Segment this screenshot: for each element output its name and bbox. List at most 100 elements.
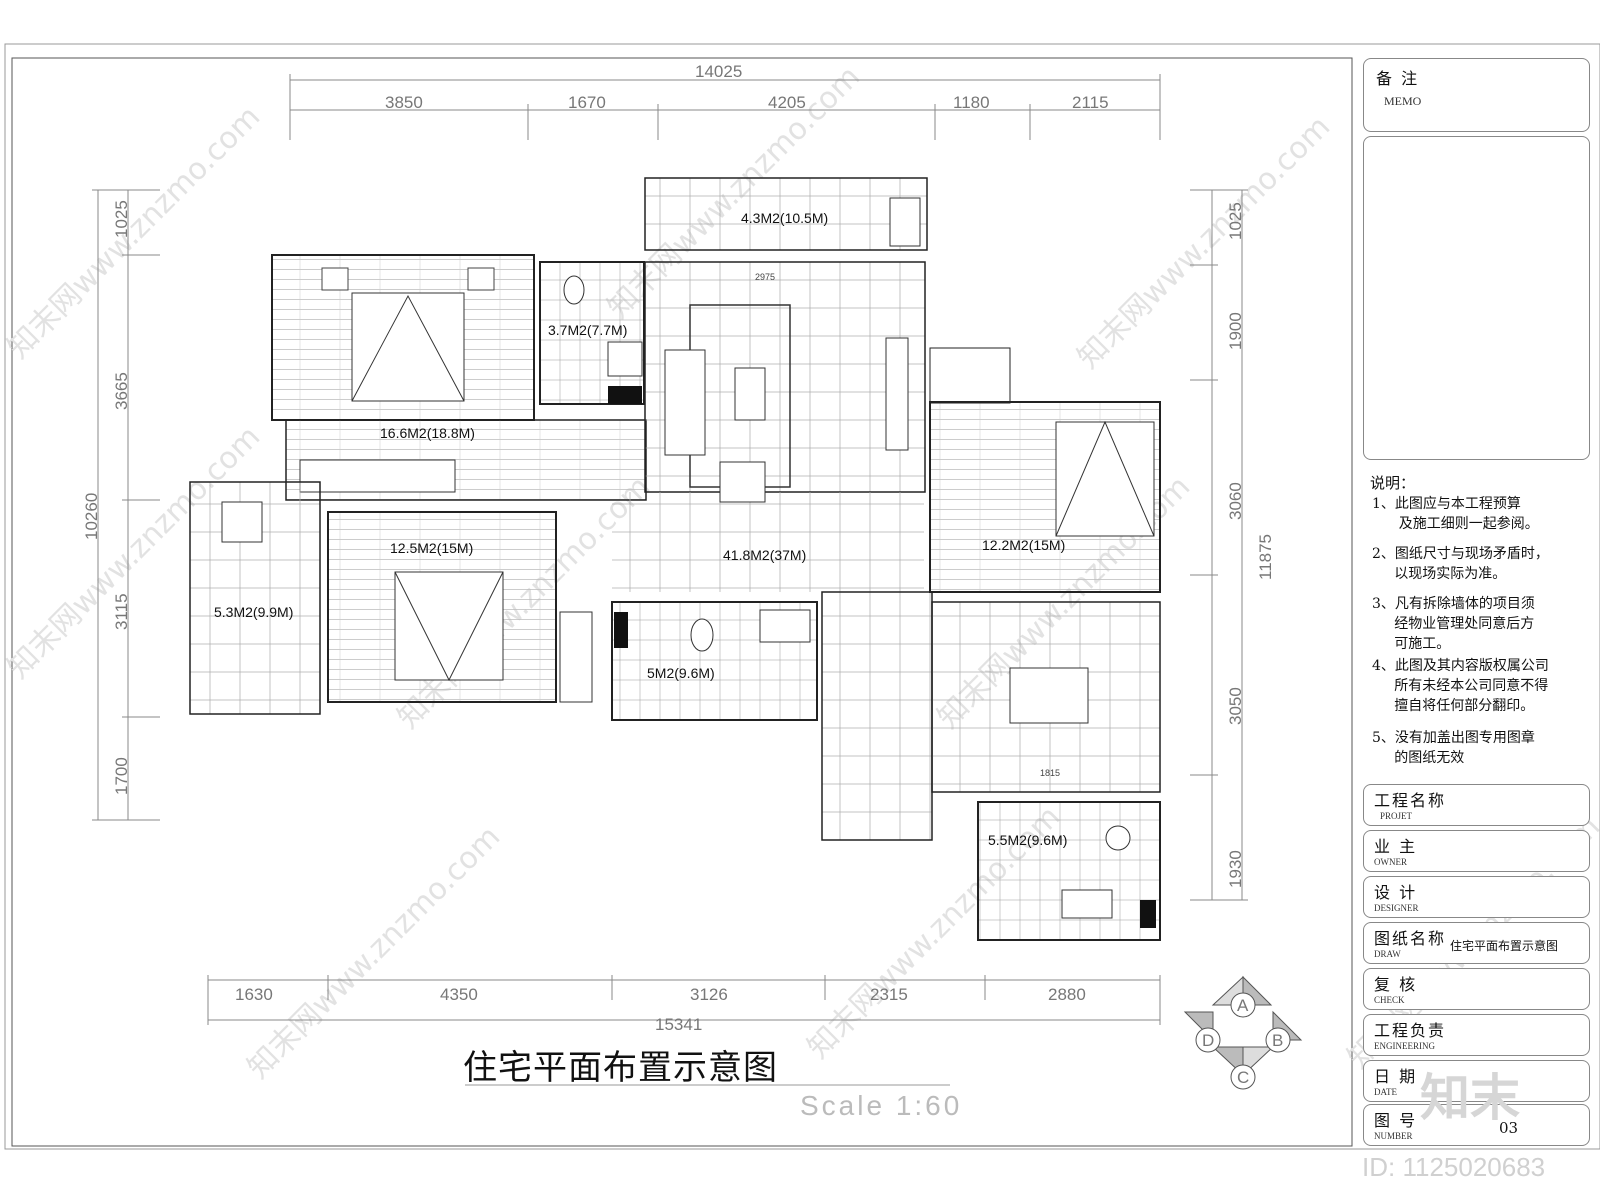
top-dim: 2115 [1072, 93, 1109, 112]
top-dim: 1670 [568, 93, 606, 112]
left-dim: 3665 [112, 372, 131, 410]
title-row-drawing: 图纸名称 DRAW 住宅平面布置示意图 [1363, 922, 1590, 964]
wardrobe-icon [559, 611, 593, 703]
scale-label: Scale 1:60 [800, 1090, 963, 1121]
memo-en-label: MEMO [1384, 94, 1422, 108]
right-total-dim: 11875 [1256, 534, 1275, 580]
title-row-designer: 设 计 DESIGNER [1363, 876, 1590, 918]
inner-dim: 1815 [1040, 768, 1060, 778]
drawing-name-value: 住宅平面布置示意图 [1450, 939, 1559, 953]
row-label: 设 计 [1374, 883, 1418, 902]
watermark: 知末网www.znzmo.com [1, 99, 267, 365]
top-dim: 1180 [953, 93, 990, 112]
fridge-icon [1140, 900, 1156, 928]
bottom-dimensions [207, 975, 1161, 1025]
room-label: 12.5M2(15M) [390, 540, 473, 556]
left-dimensions [92, 189, 160, 821]
nightstand-icon [321, 267, 349, 291]
wardrobe-icon [299, 459, 456, 493]
room-label: 12.2M2(15M) [982, 537, 1065, 553]
toilet-icon [563, 275, 585, 305]
compass-icon: A B C D [1183, 975, 1303, 1090]
note-item: 1、此图应与本工程预算 及施工细则一起参阅。 [1372, 496, 1539, 532]
row-en-label: NUMBER [1374, 1131, 1413, 1141]
coffee-table-icon [734, 367, 766, 421]
bottom-dim: 3126 [690, 985, 728, 1004]
sink-icon [759, 609, 811, 643]
living-room-center [612, 492, 924, 592]
room-label: 4.3M2(10.5M) [741, 210, 828, 226]
person-icon [1105, 825, 1131, 851]
bottom-dim: 2880 [1048, 985, 1086, 1004]
bottom-dim: 4350 [440, 985, 478, 1004]
notes-heading: 说明： [1370, 474, 1416, 492]
top-dim: 3850 [385, 93, 423, 112]
right-dim: 1025 [1226, 202, 1245, 240]
stove-icon [614, 612, 628, 648]
bottom-total-dim: 15341 [655, 1015, 702, 1034]
dining-table-icon [1009, 667, 1089, 724]
room-label: 5.5M2(9.6M) [988, 832, 1067, 848]
note-item: 2、图纸尺寸与现场矛盾时， 以现场实际为准。 [1372, 546, 1549, 582]
title-row-owner: 业 主 OWNER [1363, 830, 1590, 872]
outer-frame [4, 43, 1600, 1150]
row-label: 图纸名称 [1374, 929, 1447, 948]
row-label: 复 核 [1374, 975, 1418, 994]
title-row-date: 日 期 DATE [1363, 1060, 1590, 1102]
title-row-project: 工程名称 PROJET [1363, 784, 1590, 826]
drawing-frame [11, 57, 1353, 1147]
left-dim: 3115 [112, 593, 131, 630]
right-dim: 3060 [1226, 482, 1245, 520]
row-label: 图 号 [1374, 1111, 1418, 1130]
stove-icon [608, 386, 642, 404]
bed-icon [1055, 421, 1155, 537]
room-label: 3.7M2(7.7M) [548, 322, 627, 338]
memo-label: 备 注 [1376, 69, 1420, 88]
note-item: 5、没有加盖出图专用图章 的图纸无效 [1372, 730, 1535, 766]
right-dim: 1900 [1226, 312, 1245, 350]
nightstand-icon [467, 267, 495, 291]
inner-dim: 2975 [755, 272, 775, 282]
row-label: 工程负责 [1374, 1021, 1447, 1040]
top-total-dim: 14025 [695, 62, 742, 81]
drawing-number-value: 03 [1499, 1119, 1519, 1137]
cabinet-icon [889, 197, 921, 247]
row-en-label: DATE [1374, 1087, 1397, 1097]
left-dim: 1025 [112, 200, 131, 238]
right-dim: 3050 [1226, 687, 1245, 725]
stove-icon [1061, 889, 1113, 919]
image-id-label: ID: 1125020683 [1362, 1152, 1546, 1182]
row-en-label: OWNER [1374, 857, 1407, 867]
compass-label: D [1202, 1031, 1214, 1050]
kitchen-area [977, 801, 1161, 941]
memo-box: 备 注 MEMO [1363, 58, 1590, 132]
room-label: 5.3M2(9.9M) [214, 604, 293, 620]
top-dim: 4205 [768, 93, 806, 112]
title-row-engineering: 工程负责 ENGINEERING [1363, 1014, 1590, 1056]
row-label: 日 期 [1374, 1067, 1418, 1086]
sink-icon [607, 341, 643, 377]
right-dimensions [1190, 189, 1248, 901]
title-row-number: 图 号 NUMBER 03 [1363, 1104, 1590, 1146]
title-row-check: 复 核 CHECK [1363, 968, 1590, 1010]
right-dim: 1930 [1226, 850, 1245, 888]
bottom-dim: 2315 [870, 985, 908, 1004]
memo-content-box [1363, 136, 1590, 460]
bed-icon [394, 571, 504, 681]
closet-icon [929, 347, 1011, 404]
compass-label: B [1272, 1031, 1283, 1050]
balcony-top-area [644, 177, 928, 251]
watermark: 知末网www.znzmo.com [1071, 109, 1337, 375]
sofa-icon [664, 349, 706, 456]
bed-icon [351, 292, 465, 402]
living-room-corridor [821, 591, 933, 841]
top-dimensions [289, 74, 1161, 140]
row-en-label: DESIGNER [1374, 903, 1419, 913]
room-label: 5M2(9.6M) [647, 665, 715, 681]
note-item: 4、此图及其内容版权属公司 所有未经本公司同意不得 擅自将任何部分翻印。 [1372, 658, 1549, 714]
row-label: 业 主 [1374, 837, 1418, 856]
room-label: 16.6M2(18.8M) [380, 425, 475, 441]
row-label: 工程名称 [1374, 791, 1447, 810]
left-dim: 1700 [112, 757, 131, 795]
